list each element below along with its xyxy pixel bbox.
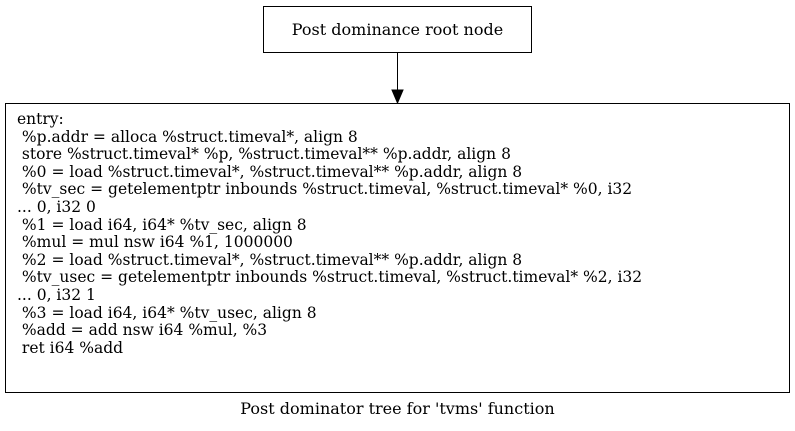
- code-line: entry:: [17, 110, 64, 128]
- code-line: %0 = load %struct.timeval*, %struct.time…: [17, 162, 523, 181]
- edge-root-to-entry: [391, 53, 404, 105]
- post-dominance-root-node: Post dominance root node: [263, 6, 532, 53]
- code-line: %mul = mul nsw i64 %1, 1000000: [17, 233, 293, 252]
- edge-arrowhead: [391, 89, 404, 105]
- code-line: ... 0, i32 0: [17, 197, 96, 216]
- code-line: %1 = load i64, i64* %tv_sec, align 8: [17, 215, 307, 234]
- code-line: %add = add nsw i64 %mul, %3: [17, 321, 268, 340]
- root-node-label: Post dominance root node: [291, 20, 504, 39]
- code-line: %tv_sec = getelementptr inbounds %struct…: [17, 180, 633, 199]
- code-line: %3 = load i64, i64* %tv_usec, align 8: [17, 303, 317, 322]
- code-line: %tv_usec = getelementptr inbounds %struc…: [17, 268, 643, 287]
- code-line: ... 0, i32 1: [17, 285, 96, 304]
- entry-block-node: entry: %p.addr = alloca %struct.timeval*…: [5, 103, 790, 393]
- code-line: store %struct.timeval* %p, %struct.timev…: [17, 145, 511, 164]
- code-line: ret i64 %add: [17, 338, 124, 357]
- diagram-caption: Post dominator tree for 'tvms' function: [240, 399, 555, 418]
- code-line: %2 = load %struct.timeval*, %struct.time…: [17, 250, 523, 269]
- code-line: %p.addr = alloca %struct.timeval*, align…: [17, 127, 358, 146]
